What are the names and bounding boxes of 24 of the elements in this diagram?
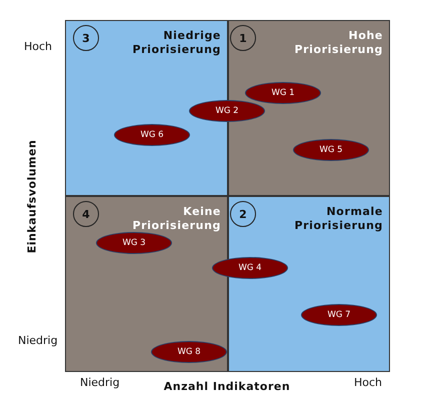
axis-tick-label: Hoch (354, 376, 382, 389)
quadrant-heading: Niedrige Priorisierung (131, 29, 221, 57)
axis-tick-label: Niedrig (18, 334, 58, 347)
quadrant-number: 2 (230, 201, 256, 227)
group-ellipse: WG 1 (245, 82, 321, 104)
quadrant-heading: Normale Priorisierung (293, 205, 383, 233)
quadrant-panel (228, 20, 390, 196)
quadrant-heading: Keine Priorisierung (131, 205, 221, 233)
group-ellipse: WG 7 (301, 304, 377, 326)
group-ellipse: WG 5 (293, 139, 369, 161)
axis-tick-label: Hoch (24, 40, 52, 53)
axis-title: Anzahl Indikatoren (164, 380, 290, 393)
quadrant-number: 1 (230, 25, 256, 51)
axis-tick-label: Niedrig (80, 376, 120, 389)
group-ellipse: WG 8 (151, 341, 227, 363)
axis-title: Einkaufsvolumen (26, 139, 38, 253)
quadrant-panel (65, 196, 228, 372)
group-ellipse: WG 3 (96, 232, 172, 254)
quadrant-number: 4 (73, 201, 99, 227)
quadrant-number: 3 (73, 25, 99, 51)
quadrant-panel (228, 196, 390, 372)
quadrant-panel (65, 20, 228, 196)
group-ellipse: WG 6 (114, 124, 190, 146)
quadrant-heading: Hohe Priorisierung (293, 29, 383, 57)
